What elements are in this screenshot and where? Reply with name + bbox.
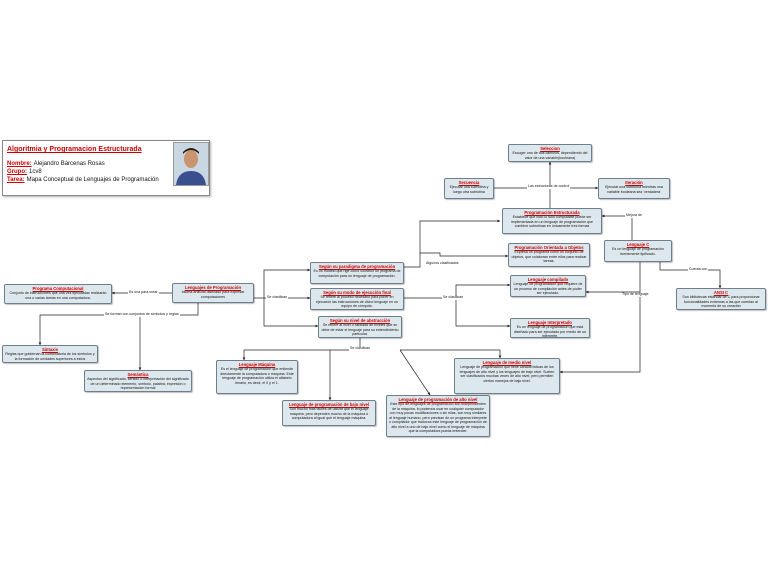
node-secuencia-desc: Ejecutar una subrutina y luego otra subr…	[449, 185, 489, 194]
node-prog-estructurada-desc: Establece que todo lo sólo computable pu…	[510, 215, 594, 229]
edge-label-se-clasifican-1: Se clasifican	[266, 295, 289, 300]
node-bajo-nivel[interactable]: Lenguaje de programación de bajo nivel S…	[282, 400, 376, 426]
node-segun-paradigma-title: Según su paradigma de programación	[318, 264, 396, 269]
person-icon	[174, 143, 208, 185]
edge-lenguajes-abstraccion	[263, 298, 319, 328]
student-photo	[173, 142, 209, 186]
node-sintaxis-title: Sintaxis	[41, 347, 59, 352]
node-sintaxis[interactable]: Sintaxis Reglas que gobiernan la combina…	[2, 345, 98, 363]
node-medio-nivel[interactable]: Lenguaje de medio nivel Lenguaje de prog…	[454, 358, 560, 394]
node-lenguajes-prog-title: Lenguajes de Programación	[184, 285, 242, 290]
node-bajo-nivel-title: Lenguaje de programación de bajo nivel	[288, 402, 370, 407]
node-ansi-c-desc: Son bibliotecas estándar de C para propo…	[682, 295, 760, 309]
edge-paradigma-orientada	[420, 252, 509, 258]
header-card: Algoritmia y Programacion Estructurada N…	[2, 140, 210, 196]
edge-label-se-clasifican-2: Se clasifican	[442, 295, 465, 300]
node-maquina-desc: Es el lenguaje de programación que entie…	[220, 367, 294, 385]
group-label: Grupo:	[7, 169, 27, 175]
node-secuencia[interactable]: Secuencia Ejecutar una subrutina y luego…	[444, 178, 494, 199]
node-interpretado-desc: Es un lenguaje de programación que está …	[513, 325, 587, 338]
node-lenguaje-c-title: Lenguaje C	[626, 242, 650, 247]
node-iteracion-title: Iteración	[625, 180, 643, 185]
node-segun-abstraccion-desc: Se refiere al nivel o cantidad de nivele…	[321, 323, 399, 337]
edge-ejecucion-interpretado	[455, 298, 511, 328]
node-secuencia-title: Secuencia	[458, 180, 480, 185]
edge-c-estructurada	[601, 214, 633, 240]
edge-label-tres-formas: Las estructuras de control	[527, 184, 571, 189]
task-label: Tarea:	[7, 177, 25, 183]
edge-ejecucion-compilado	[404, 283, 511, 299]
node-ansi-c[interactable]: ANSI C Son bibliotecas estándar de C par…	[676, 288, 766, 310]
node-compilado[interactable]: Lenguaje compilado Lenguaje de programac…	[510, 275, 586, 297]
node-bajo-nivel-desc: Son mucho más fáciles de utilizar que el…	[289, 407, 369, 421]
node-sintaxis-desc: Reglas que gobiernan la combinatoria de …	[5, 352, 95, 361]
edge-label-se-forman-con: Se forman con conjuntos de símbolos y re…	[104, 312, 180, 317]
name-label: Nombre:	[7, 161, 32, 167]
edge-label-mejora-de: Mejora de	[625, 213, 643, 218]
node-prog-orientada-desc: Expresa un programa como un conjunto de …	[511, 250, 587, 264]
node-segun-paradigma-desc: Es un modelo que rige como construir un …	[313, 269, 401, 278]
group-row: Grupo:1cv8	[7, 169, 42, 175]
edge-paradigma-estructurada	[404, 219, 501, 268]
node-iteracion[interactable]: Iteración Ejecutar una subrutina mientra…	[598, 178, 670, 199]
node-prog-computacional-desc: Conjunto de instrucciones que una vez ej…	[9, 291, 107, 300]
node-prog-computacional[interactable]: Programa Computacional Conjunto de instr…	[4, 284, 112, 304]
node-maquina-title: Lenguaje Máquina	[238, 362, 276, 367]
edge-c-ansi	[659, 262, 722, 289]
edge-lenguajes-paradigma	[254, 268, 311, 299]
page-title: Algoritmia y Programacion Estructurada	[7, 146, 142, 153]
node-semantica[interactable]: Semántica Aspectos del significado, sent…	[84, 370, 192, 392]
name-row: Nombre:Alejandro Bárcenas Rosas	[7, 161, 105, 167]
node-alto-nivel[interactable]: Lenguaje de programación de alto nivel E…	[386, 395, 490, 437]
task-value: Mapa Conceptual de Lenguajes de Programa…	[26, 177, 159, 183]
node-ansi-c-title: ANSI C	[713, 290, 729, 295]
node-lenguaje-c[interactable]: Lenguaje C Es un lenguaje de programació…	[604, 240, 672, 262]
edge-c-medio	[559, 292, 641, 374]
node-lenguaje-c-desc: Es un lenguaje de programación fuertemen…	[612, 247, 664, 256]
edge-label-se-clasifican-3: Se clasifican	[349, 346, 372, 351]
edge-label-tipo-lenguaje: Tipo de lenguaje	[621, 292, 650, 297]
node-segun-abstraccion-title: Según su nivel de abstracción	[329, 318, 391, 323]
node-interpretado[interactable]: Lenguaje Interpretado Es un lenguaje de …	[510, 318, 590, 338]
node-prog-estructurada[interactable]: Programación Estructurada Establece que …	[502, 208, 602, 234]
node-prog-orientada[interactable]: Programación Orientada a Objetos Expresa…	[508, 243, 590, 267]
edge-c-compilado	[585, 262, 641, 294]
node-medio-nivel-title: Lenguaje de medio nivel	[482, 360, 532, 365]
edge-abstraccion-medio	[400, 349, 502, 359]
node-lenguajes-prog-desc: Idioma artificial diseñado para expresar…	[181, 290, 245, 299]
node-semantica-title: Semántica	[127, 372, 149, 377]
node-alto-nivel-desc: Este tipo de lenguajes de programación s…	[389, 402, 487, 434]
node-segun-abstraccion[interactable]: Según su nivel de abstracción Se refiere…	[318, 316, 402, 338]
edge-abstraccion-maquina	[242, 349, 360, 361]
edge-label-cuenta-con: Cuenta con	[688, 267, 709, 272]
node-segun-paradigma[interactable]: Según su paradigma de programación Es un…	[310, 262, 404, 284]
node-maquina[interactable]: Lenguaje Máquina Es el lenguaje de progr…	[216, 360, 298, 394]
node-lenguajes-prog[interactable]: Lenguajes de Programación Idioma artific…	[172, 283, 254, 303]
node-segun-ejecucion-title: Según su modo de ejecución final	[323, 290, 391, 295]
node-medio-nivel-desc: Lenguaje de programación que tiene carac…	[459, 365, 555, 383]
node-iteracion-desc: Ejecutar una subrutina mientras una vari…	[605, 185, 663, 194]
edge-abstraccion-alto	[399, 349, 431, 396]
node-segun-ejecucion[interactable]: Según su modo de ejecución final Se refi…	[310, 288, 404, 310]
node-prog-estructurada-title: Programación Estructurada	[524, 210, 580, 215]
node-seleccion[interactable]: Seleccion Escoger uno de dos caminos, de…	[508, 144, 592, 162]
node-prog-computacional-title: Programa Computacional	[32, 286, 84, 291]
node-alto-nivel-title: Lenguaje de programación de alto nivel	[398, 397, 478, 402]
task-row: Tarea:Mapa Conceptual de Lenguajes de Pr…	[7, 177, 159, 183]
node-compilado-desc: Lenguaje de programación que requiere de…	[513, 282, 583, 296]
node-seleccion-title: Seleccion	[540, 146, 560, 151]
node-interpretado-title: Lenguaje Interpretado	[528, 320, 572, 325]
node-compilado-title: Lenguaje compilado	[527, 277, 569, 282]
name-value: Alejandro Bárcenas Rosas	[33, 161, 105, 167]
edge-lenguajes-sintaxis	[38, 302, 199, 346]
node-semantica-desc: Aspectos del significado, sentido o inte…	[87, 377, 189, 391]
group-value: 1cv8	[29, 169, 42, 175]
edge-label-algunos-clasificados: Algunos clasificados	[425, 261, 460, 266]
node-seleccion-desc: Escoger uno de dos caminos, dependiendo …	[512, 151, 588, 160]
edge-label-es-uno-para-crear: Es una para crear	[128, 290, 159, 295]
node-prog-orientada-title: Programación Orientada a Objetos	[514, 245, 584, 250]
node-segun-ejecucion-desc: Se refiere al proceso necesario para pon…	[316, 295, 398, 309]
